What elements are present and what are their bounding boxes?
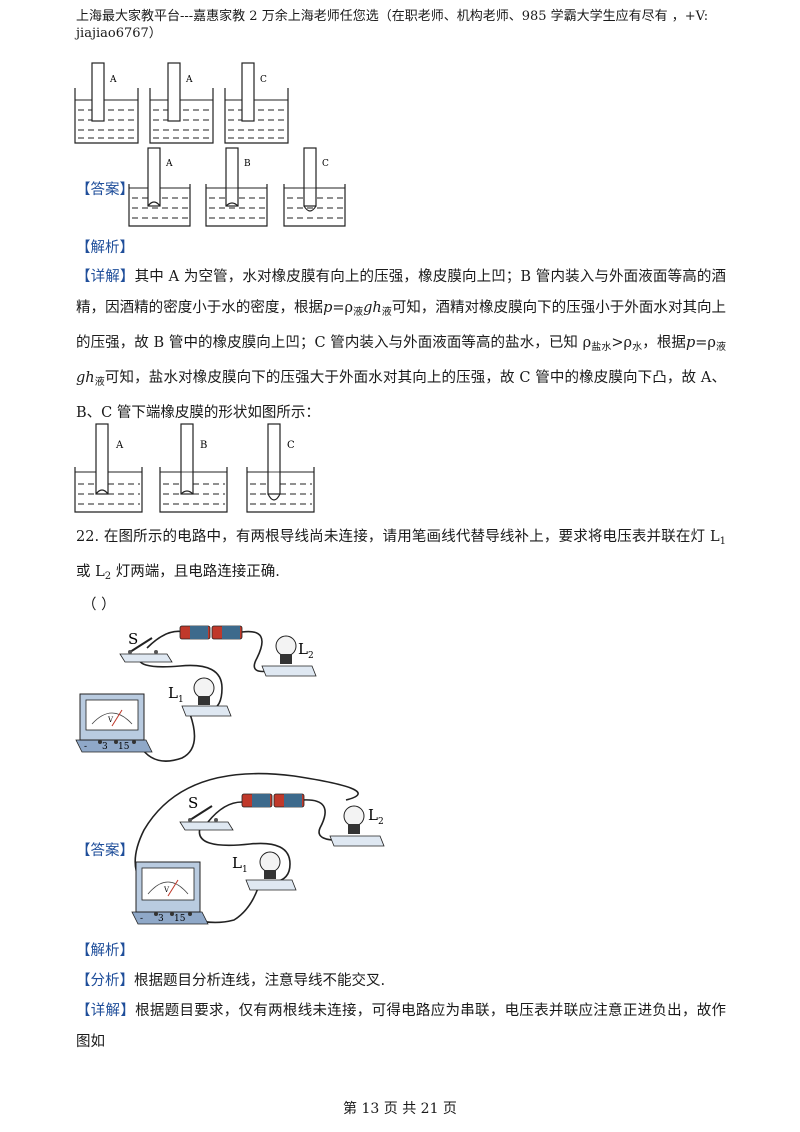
- svg-text:1: 1: [178, 695, 184, 705]
- q22-detail-label: 【详解】: [76, 1003, 136, 1019]
- answer-tube-label-b: B: [244, 159, 251, 169]
- result-tube-label-a: A: [115, 440, 124, 451]
- beaker-figure-answer: A B C: [128, 147, 346, 227]
- svg-text:L: L: [232, 854, 242, 872]
- page-footer: 第 13 页 共 21 页: [343, 1101, 457, 1117]
- switch-label: S: [128, 630, 138, 648]
- circuit-figure-answer: S L 2 L 1: [131, 772, 385, 925]
- svg-text:L: L: [168, 684, 178, 702]
- q21-detail-label: 【详解】: [76, 269, 135, 285]
- svg-text:L: L: [368, 806, 378, 824]
- svg-text:15: 15: [174, 914, 186, 924]
- lamp-l1: L 1: [168, 677, 232, 717]
- q22-detail: 【详解】根据题目要求，仅有两根线未连接，可得电路应为串联，电压表并联应注意正进负…: [76, 1003, 727, 1050]
- svg-text:3: 3: [102, 742, 108, 752]
- header-line-1: 上海最大家教平台---嘉惠家教 2 万余上海老师任您选（在职老师、机构老师、98…: [76, 9, 709, 24]
- q21-answer-label: 【答案】: [76, 182, 134, 198]
- q22-fenxi-label: 【分析】: [76, 973, 134, 989]
- svg-text:15: 15: [118, 742, 130, 752]
- switch: S: [119, 630, 173, 663]
- svg-text:V: V: [107, 716, 114, 724]
- svg-text:1: 1: [242, 865, 248, 875]
- q21-detail-paragraph: 【详解】其中 A 为空管，水对橡皮膜有向上的压强，橡皮膜向上凹；B 管内装入与外…: [76, 269, 727, 421]
- result-tube-label-b: B: [200, 440, 207, 451]
- header-line-2: jiajiao6767）: [76, 26, 162, 41]
- beaker-a: A: [74, 62, 139, 144]
- answer-switch-label: S: [188, 794, 198, 812]
- q21-analysis-label: 【解析】: [76, 240, 134, 256]
- circuit-figure-question: S L 2 L 1: [75, 625, 317, 762]
- svg-text:V: V: [163, 886, 170, 894]
- result-tube-label-c: C: [287, 440, 295, 451]
- q22-analysis-label: 【解析】: [76, 943, 134, 959]
- lamp-l2: L 2: [261, 635, 317, 677]
- page-header: 上海最大家教平台---嘉惠家教 2 万余上海老师任您选（在职老师、机构老师、98…: [76, 8, 726, 42]
- svg-text:2: 2: [308, 651, 314, 661]
- tube-label-a: A: [109, 75, 117, 85]
- tube-label-b: A: [185, 75, 193, 85]
- answer-tube-label-c: C: [322, 159, 329, 169]
- svg-text:-: -: [140, 914, 143, 924]
- answer-tube-label-a: A: [165, 159, 173, 169]
- q22-stem: 22. 在图所示的电路中，有两根导线尚未连接，请用笔画线代替导线补上，要求将电压…: [76, 529, 726, 582]
- beaker-figure-result: A B C: [74, 423, 315, 513]
- q22-answer-blank: （ ）: [82, 597, 116, 613]
- q22-fenxi: 【分析】根据题目分析连线，注意导线不能交叉.: [76, 973, 386, 989]
- svg-text:2: 2: [378, 817, 384, 827]
- svg-text:-: -: [84, 742, 87, 752]
- q22-answer-label: 【答案】: [76, 843, 134, 859]
- svg-text:3: 3: [158, 914, 164, 924]
- voltmeter: V - 3 15: [75, 693, 153, 753]
- beaker-c: C: [224, 62, 289, 144]
- svg-text:L: L: [298, 640, 308, 658]
- beaker-b: A: [149, 62, 214, 144]
- tube-label-c: C: [260, 75, 267, 85]
- beaker-figure-question: A A C: [74, 62, 289, 144]
- battery: [179, 625, 243, 640]
